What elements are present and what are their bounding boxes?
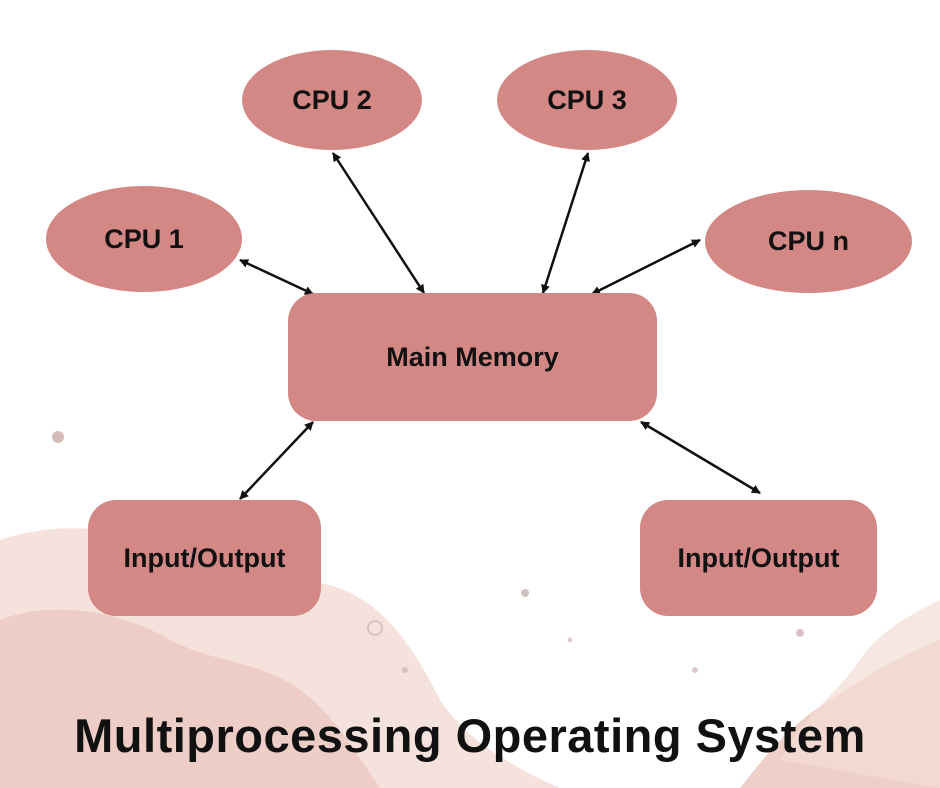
watercolor-wash-left-dark	[0, 609, 380, 788]
arrow-memory-io-right	[640, 420, 761, 495]
cpu-3-label: CPU 3	[547, 84, 627, 115]
cpu-1-label: CPU 1	[104, 223, 184, 254]
paint-splatter	[402, 667, 408, 673]
paint-splatter	[567, 637, 573, 643]
arrow-cpu2-memory	[331, 152, 426, 294]
input-output-left-node: Input/Output	[88, 500, 321, 616]
paint-splatter	[692, 667, 698, 673]
arrow-cpun-memory	[591, 238, 701, 296]
diagram-title: Multiprocessing Operating System	[74, 709, 866, 762]
paint-splatter	[52, 431, 64, 443]
cpu-n-label: CPU n	[768, 226, 849, 256]
arrow-cpu3-memory	[541, 152, 590, 294]
cpu-n-node: CPU n	[705, 190, 912, 293]
main-memory-node: Main Memory	[288, 293, 657, 421]
watercolor-wash-right-light	[780, 600, 940, 788]
cpu-3-node: CPU 3	[497, 50, 677, 150]
paint-splatter	[796, 629, 804, 637]
paint-splatter	[521, 589, 529, 597]
arrow-memory-io-left	[239, 421, 314, 500]
cpu-2-node: CPU 2	[242, 50, 422, 150]
cpu-1-node: CPU 1	[46, 186, 242, 292]
input-output-right-label: Input/Output	[677, 542, 840, 573]
input-output-right-node: Input/Output	[640, 500, 877, 616]
cpu-2-label: CPU 2	[292, 84, 372, 115]
input-output-left-label: Input/Output	[123, 542, 286, 573]
arrow-cpu1-memory	[239, 258, 314, 296]
paint-splatter	[367, 620, 383, 636]
main-memory-label: Main Memory	[386, 341, 559, 372]
